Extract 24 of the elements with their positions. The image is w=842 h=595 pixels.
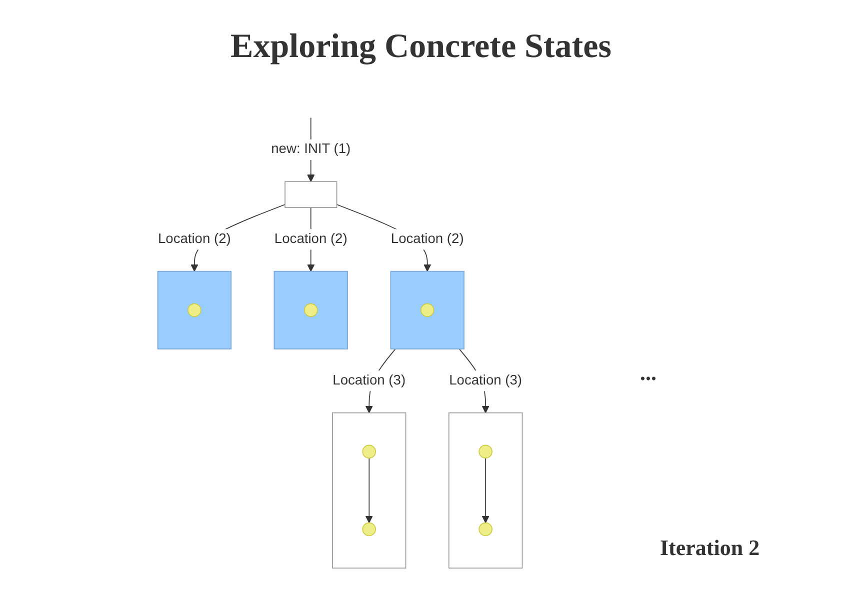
- cluster: [274, 270, 348, 350]
- node-circle: [188, 303, 202, 318]
- edge-label: new: INIT (1): [271, 142, 351, 157]
- edge-label: Location (2): [158, 232, 231, 246]
- node-circle: [420, 303, 434, 318]
- edge-label: Location (2): [274, 232, 348, 246]
- edge-label: Location (2): [390, 232, 464, 246]
- cluster: [332, 412, 406, 569]
- cluster: [157, 270, 232, 350]
- node-circle: [478, 522, 492, 536]
- note-text: Iteration 2: [660, 535, 760, 561]
- arrow: [482, 458, 490, 524]
- node-box: [284, 181, 338, 208]
- edge-label: Location (3): [449, 373, 522, 388]
- cluster: [448, 412, 523, 569]
- arrow: [365, 458, 373, 524]
- edge-label: Location (3): [332, 373, 406, 388]
- node-circle: [478, 444, 492, 459]
- node-circle: [304, 303, 318, 318]
- title: Exploring Concrete States: [230, 28, 612, 66]
- ellipsis-text: ...: [640, 360, 656, 386]
- node-circle: [362, 522, 376, 536]
- cluster: [390, 270, 464, 350]
- node-circle: [362, 444, 376, 459]
